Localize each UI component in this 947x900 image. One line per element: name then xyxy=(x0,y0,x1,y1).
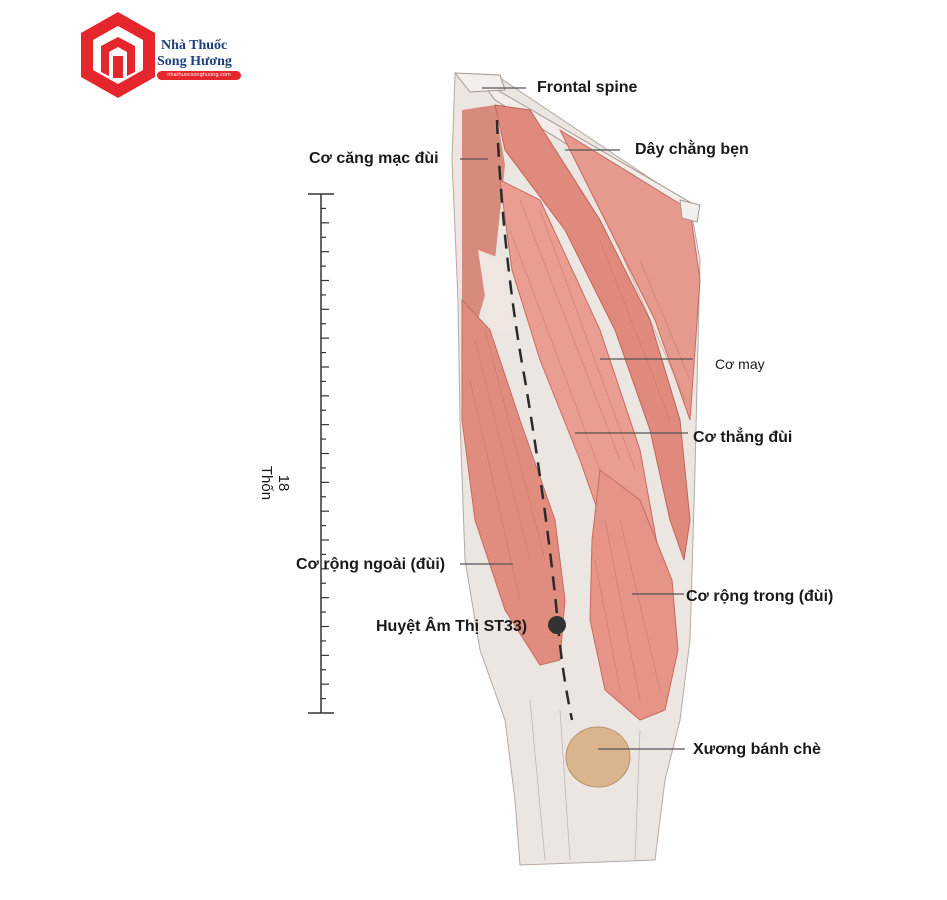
thigh-illustration xyxy=(451,72,701,866)
label-patella: Xương bánh chè xyxy=(693,741,821,758)
label-vastus-lateralis: Cơ rộng ngoài (đùi) xyxy=(296,556,446,573)
acupoint-marker xyxy=(548,616,566,634)
label-vastus-medialis: Cơ rộng trong (đùi) xyxy=(686,588,834,605)
brand-name-line2: Song Hương xyxy=(157,54,232,69)
scale-value: 18 xyxy=(275,474,292,492)
label-acupoint: Huyệt Âm Thị ST33) xyxy=(376,618,528,635)
scale-unit: Thốn xyxy=(258,465,275,501)
label-tensor-fasciae: Cơ căng mạc đùi xyxy=(309,150,439,167)
measurement-scale xyxy=(308,193,334,714)
brand-url: nhathuocsonghuong.com xyxy=(157,71,241,80)
brand-logo-icon xyxy=(81,12,155,98)
leader-lines xyxy=(460,87,693,750)
label-sartorius: Cơ may xyxy=(715,356,765,372)
label-rectus-femoris: Cơ thẳng đùi xyxy=(693,429,793,446)
label-frontal-spine: Frontal spine xyxy=(537,79,638,96)
brand-name-line1: Nhà Thuốc xyxy=(161,38,228,53)
label-inguinal-ligament: Dây chằng bẹn xyxy=(635,141,749,158)
scale-label: 18 Thốn xyxy=(258,444,292,522)
